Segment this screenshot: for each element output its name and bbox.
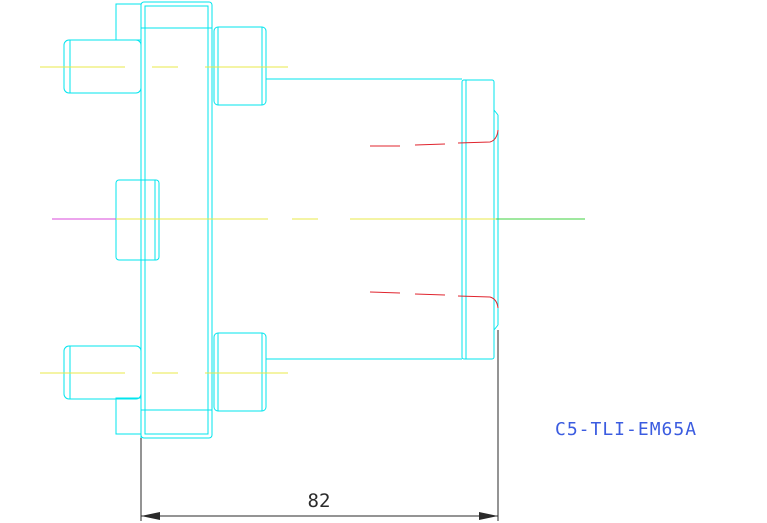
dimension	[140, 330, 499, 521]
lower-bolt	[63, 332, 267, 412]
part-number-label: C5-TLI-EM65A	[555, 419, 697, 440]
hidden-lines	[369, 129, 499, 309]
dimension-arrow-left	[141, 512, 160, 520]
pilot-nose	[115, 179, 160, 438]
upper-bolt	[63, 26, 267, 106]
dimension-arrow-right	[479, 512, 498, 520]
centerlines	[40, 66, 496, 374]
dimension-label: 82	[308, 490, 331, 512]
